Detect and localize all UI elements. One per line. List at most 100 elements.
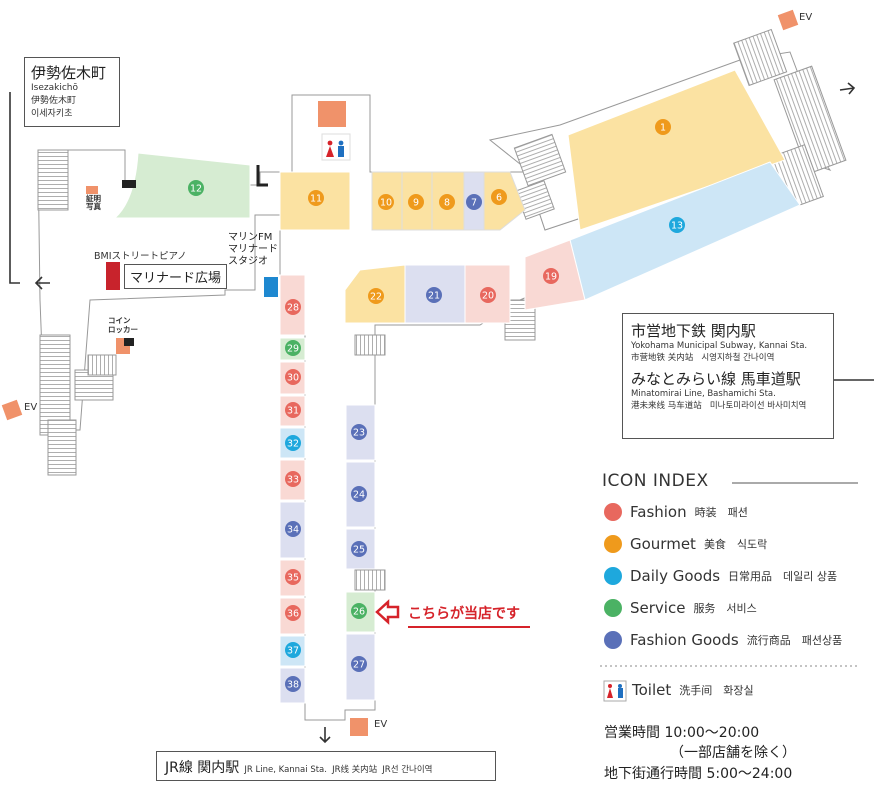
store-marker-33[interactable]: 33 xyxy=(285,471,301,487)
store-dot-36 xyxy=(285,605,301,621)
legend-sub-fashion: 時装 패션 xyxy=(694,506,748,519)
store-number-26: 26 xyxy=(353,607,365,618)
isezakicho-romaji: Isezakichō xyxy=(31,83,78,93)
legend-sub-fashion_goods: 流行商品 패션상품 xyxy=(746,634,843,647)
store-marker-21[interactable]: 21 xyxy=(426,287,442,303)
store-number-10: 10 xyxy=(380,198,392,209)
store-dot-24 xyxy=(351,486,367,502)
store-marker-29[interactable]: 29 xyxy=(285,340,301,356)
store-marker-31[interactable]: 31 xyxy=(285,402,301,418)
legend-toilet-icon xyxy=(603,680,627,702)
minatomirai-ko: 미나토미라이선 바사미치역 xyxy=(709,401,807,411)
store-dot-7 xyxy=(466,194,482,210)
business-hours-note: （一部店舗を除く） xyxy=(670,745,796,761)
store-marker-9[interactable]: 9 xyxy=(408,194,424,210)
piano-label: BMIストリートピアノ xyxy=(94,251,187,262)
store-dot-10 xyxy=(378,194,394,210)
jr-title: JR線 関内駅 xyxy=(165,760,240,776)
legend-toilet-name: Toilet xyxy=(632,681,672,699)
piano-mark xyxy=(106,262,120,290)
coin-locker-dark xyxy=(124,338,134,346)
ev-top-right xyxy=(777,9,799,31)
store-marker-11[interactable]: 11 xyxy=(308,190,324,206)
store-marker-36[interactable]: 36 xyxy=(285,605,301,621)
subway-en: Yokohama Municipal Subway, Kannai Sta. xyxy=(631,341,808,351)
legend-title: ICON INDEX xyxy=(602,471,709,491)
store-marker-10[interactable]: 10 xyxy=(378,194,394,210)
store-number-37: 37 xyxy=(287,646,299,657)
store-area-36 xyxy=(279,597,306,635)
store-marker-34[interactable]: 34 xyxy=(285,521,301,537)
store-dot-12 xyxy=(188,180,204,196)
store-dot-19 xyxy=(543,268,559,284)
subway-zh: 市营地铁 关内站 xyxy=(631,353,694,363)
isezakicho-label: 伊勢佐木町 Isezakichō 伊勢佐木町 이세자키초 xyxy=(24,57,120,127)
stairs-left xyxy=(37,149,69,211)
store-marker-1[interactable]: 1 xyxy=(655,119,671,135)
store-marker-7[interactable]: 7 xyxy=(466,194,482,210)
store-marker-22[interactable]: 22 xyxy=(368,288,384,304)
store-dot-33 xyxy=(285,471,301,487)
store-area-28 xyxy=(279,274,306,336)
store-number-21: 21 xyxy=(428,291,440,302)
store-dot-9 xyxy=(408,194,424,210)
store-number-28: 28 xyxy=(287,303,299,314)
store-marker-20[interactable]: 20 xyxy=(480,287,496,303)
store-marker-19[interactable]: 19 xyxy=(543,268,559,284)
store-dot-23 xyxy=(351,424,367,440)
store-marker-37[interactable]: 37 xyxy=(285,642,301,658)
store-marker-25[interactable]: 25 xyxy=(351,541,367,557)
store-number-36: 36 xyxy=(287,609,299,620)
stairs-left-3 xyxy=(47,419,77,476)
legend-name-gourmet: Gourmet xyxy=(630,535,696,553)
minatomirai-zh-ko: 港未来线 马车道站 미나토미라이선 바사미치역 xyxy=(631,399,825,411)
marinfm-label: マリンFM マリナード スタジオ xyxy=(228,232,278,268)
store-dot-37 xyxy=(285,642,301,658)
store-marker-6[interactable]: 6 xyxy=(491,189,507,205)
marinfm-line2: マリナード xyxy=(228,244,278,255)
store-number-38: 38 xyxy=(287,680,299,691)
legend-dot-fashion_goods xyxy=(604,631,622,649)
store-marker-13[interactable]: 13 xyxy=(669,217,685,233)
photo-label: 証明 写真 xyxy=(86,195,101,211)
store-marker-38[interactable]: 38 xyxy=(285,676,301,692)
store-marker-28[interactable]: 28 xyxy=(285,299,301,315)
store-marker-27[interactable]: 27 xyxy=(351,656,367,672)
legend-dot-service xyxy=(604,599,622,617)
store-marker-35[interactable]: 35 xyxy=(285,569,301,585)
plaza-label: マリナード広場 xyxy=(124,264,228,289)
store-marker-26[interactable]: 26 xyxy=(351,603,367,619)
store-number-35: 35 xyxy=(287,573,299,584)
legend-dot-gourmet xyxy=(604,535,622,553)
direction-arrows xyxy=(9,82,874,744)
legend-sub-daily: 日常用品 데일리 상품 xyxy=(728,570,838,583)
jr-en: JR Line, Kannai Sta. xyxy=(244,765,327,775)
store-dot-8 xyxy=(439,194,455,210)
legend-toilet-sub: 洗手间 화장실 xyxy=(679,684,754,697)
toilet-icon xyxy=(326,140,344,157)
coin-locker-label: コイン ロッカー xyxy=(108,316,138,334)
store-marker-30[interactable]: 30 xyxy=(285,369,301,385)
station-box: 市営地下鉄 関内駅 Yokohama Municipal Subway, Kan… xyxy=(622,313,834,439)
store-markers: 1 678 9 10 11 12 13 19 20 21 22 23 24 25 26 27 28 29 30 31 3… xyxy=(188,119,685,692)
stairs-lower xyxy=(354,569,386,591)
store-dot-30 xyxy=(285,369,301,385)
store-marker-32[interactable]: 32 xyxy=(285,435,301,451)
store-dot-20 xyxy=(480,287,496,303)
store-marker-12[interactable]: 12 xyxy=(188,180,204,196)
store-number-12: 12 xyxy=(190,184,202,195)
store-dot-27 xyxy=(351,656,367,672)
store-marker-23[interactable]: 23 xyxy=(351,424,367,440)
plaza-text: マリナード広場 xyxy=(130,271,222,286)
store-marker-24[interactable]: 24 xyxy=(351,486,367,502)
store-number-19: 19 xyxy=(545,272,557,283)
store-number-13: 13 xyxy=(671,221,683,232)
isezakicho-ko: 이세자키초 xyxy=(31,109,73,119)
store-number-24: 24 xyxy=(353,490,365,501)
store-number-9: 9 xyxy=(413,198,419,209)
store-marker-8[interactable]: 8 xyxy=(439,194,455,210)
store-number-1: 1 xyxy=(660,123,666,134)
store-dot-29 xyxy=(285,340,301,356)
